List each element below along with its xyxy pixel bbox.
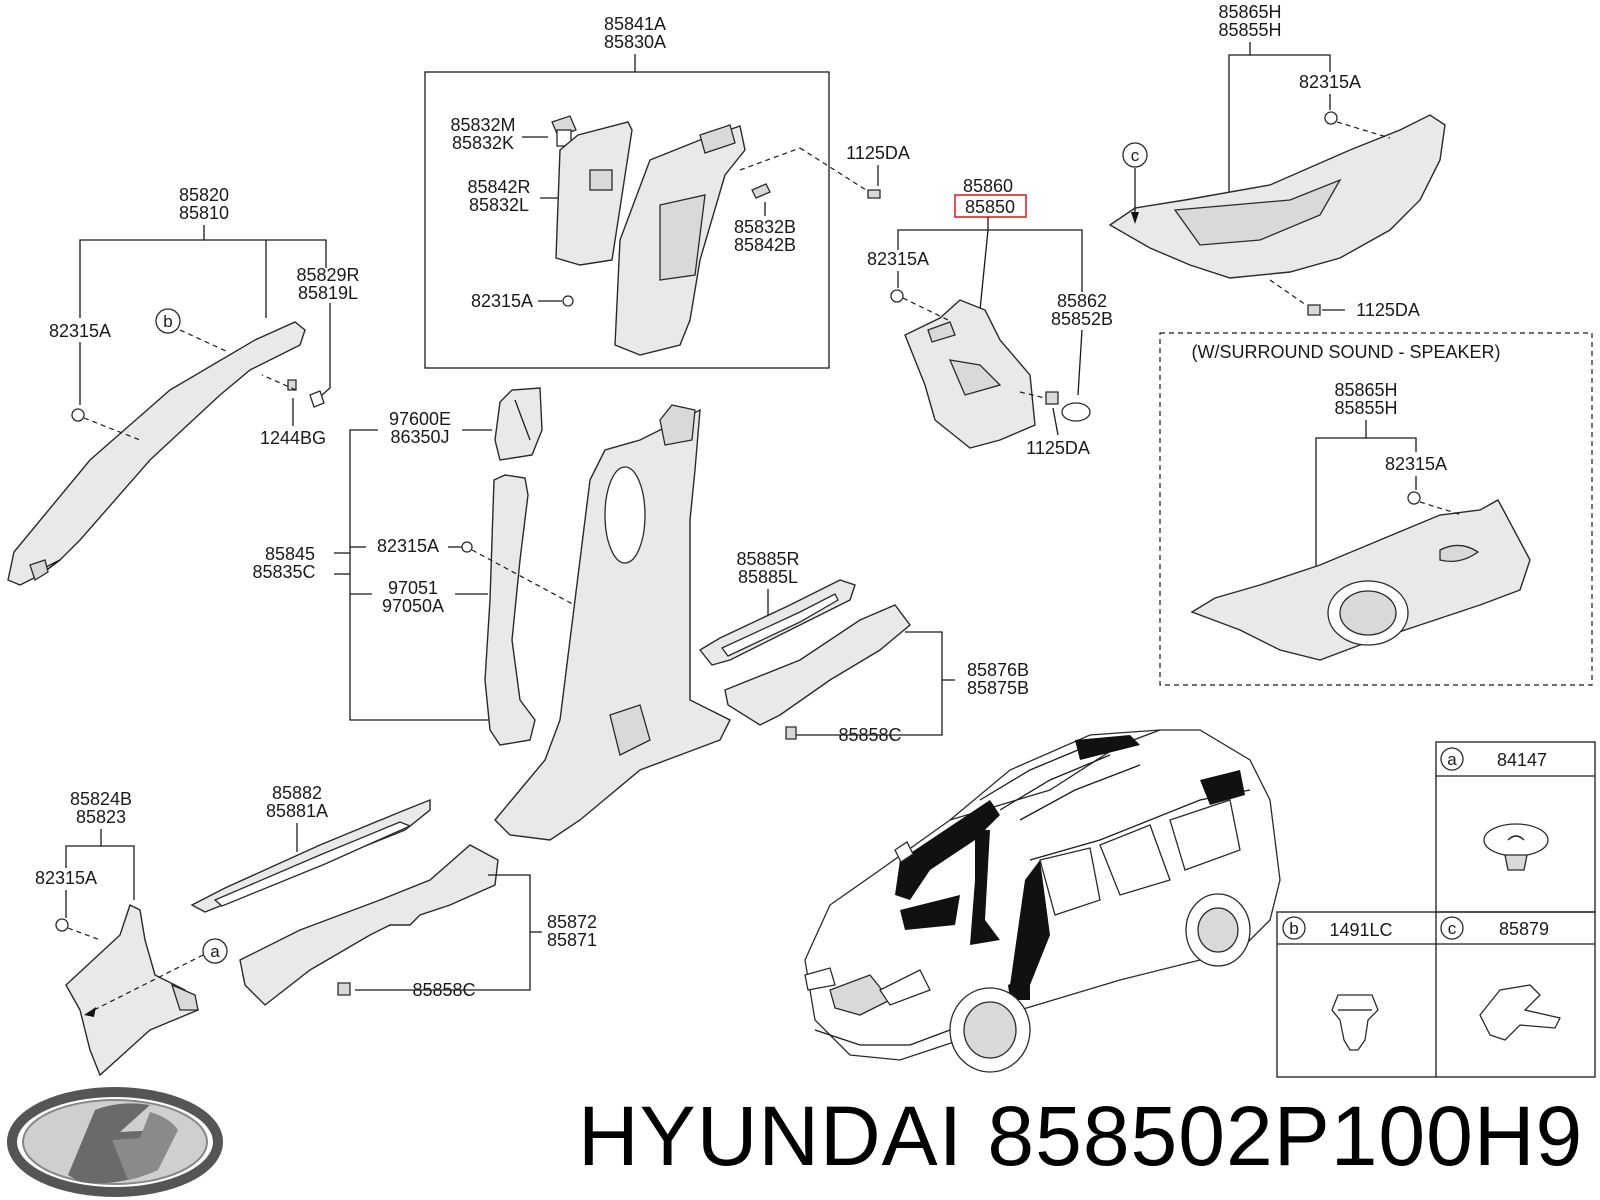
b-pillar-box — [424, 71, 830, 369]
label-1125da-b-pillar: 1125DA — [846, 143, 910, 163]
legend-a: a 84147 — [1440, 747, 1549, 871]
brand-name: HYUNDAI — [578, 1089, 964, 1183]
label-85865h-surround: 85865H — [1334, 380, 1397, 400]
label-85881a: 85881A — [266, 801, 328, 821]
d-pillar-trim-shape — [1108, 114, 1446, 279]
label-85860: 85860 — [963, 176, 1013, 196]
label-85845: 85845 — [265, 544, 315, 564]
surround-title: (W/SURROUND SOUND - SPEAKER) — [1191, 342, 1500, 362]
label-85810: 85810 — [179, 203, 229, 223]
highlight-box — [954, 194, 1027, 218]
brand-caption: HYUNDAI 858502P100H9 — [578, 1088, 1583, 1185]
a-pillar-trim-shape — [7, 321, 306, 586]
surround-sound-group: (W/SURROUND SOUND - SPEAKER) 85865H 8585… — [1159, 332, 1593, 686]
label-85852b: 85852B — [1051, 309, 1113, 329]
label-82315a-surround: 82315A — [1385, 454, 1447, 474]
label-85832m: 85832M — [450, 115, 515, 135]
label-85842r: 85842R — [467, 177, 530, 197]
label-85872: 85872 — [547, 912, 597, 932]
label-86350j: 86350J — [390, 427, 449, 447]
legend-b-part: 1491LC — [1329, 920, 1392, 940]
legend-c: c 85879 — [1440, 916, 1561, 1041]
legend-b: b 1491LC — [1282, 916, 1393, 1051]
rear-step-group: 85885R 85885L 85876B 85875B 85858C — [698, 549, 1029, 745]
label-82315a-cowl: 82315A — [35, 868, 97, 888]
label-82315a-d-pillar: 82315A — [1299, 72, 1361, 92]
c-pillar-group: 85860 85850 82315A 85862 85852B 1125DA — [867, 176, 1113, 458]
label-85876b: 85876B — [967, 660, 1029, 680]
label-85855h-surround: 85855H — [1334, 398, 1397, 418]
callout-b-letter: b — [163, 312, 172, 331]
label-1125da-d-pillar: 1125DA — [1356, 300, 1420, 320]
b-pillar-lower-group: 97600E 86350J 85845 85835C 82315A 97051 … — [252, 387, 731, 841]
legend-table: a 84147 b 1491LC c 85879 — [1276, 741, 1596, 1078]
label-85885l: 85885L — [738, 567, 798, 587]
a-pillar-group: 85820 85810 82315A 85829R 85819L 1244BG … — [7, 185, 360, 586]
label-85832k: 85832K — [452, 133, 514, 153]
front-step-shape — [239, 844, 499, 1006]
label-85850-highlighted: 85850 — [965, 197, 1015, 217]
legend-c-letter: c — [1448, 919, 1457, 938]
hyundai-logo — [7, 1087, 223, 1197]
legend-a-part: 84147 — [1497, 750, 1547, 770]
label-85832b: 85832B — [734, 217, 796, 237]
label-85824b: 85824B — [70, 789, 132, 809]
label-85835c: 85835C — [252, 562, 315, 582]
label-85819l: 85819L — [298, 283, 358, 303]
cowl-group: 85824B 85823 82315A a — [35, 789, 228, 1077]
label-85865h: 85865H — [1218, 2, 1281, 22]
surround-box — [1159, 332, 1593, 686]
label-85832l: 85832L — [469, 195, 529, 215]
label-97600e: 97600E — [389, 409, 451, 429]
d-pillar-group: 85865H 85855H 82315A c 1125DA — [1108, 2, 1446, 320]
suv-illustration — [804, 729, 1281, 1073]
label-85858c-rear: 85858C — [838, 725, 901, 745]
label-1125da-c-pillar: 1125DA — [1026, 438, 1090, 458]
label-82315a-b-pillar: 82315A — [471, 291, 533, 311]
label-85823: 85823 — [76, 807, 126, 827]
label-85875b: 85875B — [967, 678, 1029, 698]
front-step-group: 85882 85881A 85872 85871 85858C — [190, 783, 597, 1006]
label-85829r: 85829R — [296, 265, 359, 285]
callout-b-circle — [155, 308, 181, 334]
rear-step-shape — [724, 604, 911, 726]
label-97051: 97051 — [388, 578, 438, 598]
callout-a-letter: a — [210, 942, 220, 961]
surround-trim-shape — [1190, 499, 1531, 661]
label-85830a: 85830A — [604, 32, 666, 52]
callout-c-letter: c — [1131, 146, 1140, 165]
label-82315a-b-lower: 82315A — [377, 536, 439, 556]
callout-c-circle — [1122, 142, 1148, 168]
label-85858c-front: 85858C — [412, 980, 475, 1000]
label-85862: 85862 — [1057, 291, 1107, 311]
label-85882: 85882 — [272, 783, 322, 803]
legend-b-letter: b — [1289, 919, 1298, 938]
part-number: 858502P100H9 — [987, 1089, 1584, 1183]
b-pillar-upper-group: 85841A 85830A 85832M 85832K 85842R 85832… — [424, 14, 910, 369]
b-pillar-lower-trim-shape — [494, 408, 731, 841]
label-97050a: 97050A — [382, 596, 444, 616]
label-82315a-a-pillar: 82315A — [49, 321, 111, 341]
label-85842b: 85842B — [734, 235, 796, 255]
legend-a-letter: a — [1447, 750, 1457, 769]
label-82315a-c-pillar: 82315A — [867, 249, 929, 269]
callout-a-circle — [202, 938, 228, 964]
label-85841a: 85841A — [604, 14, 666, 34]
b-pillar-lower-trim-shape — [555, 121, 633, 266]
label-1244bg: 1244BG — [260, 428, 326, 448]
legend-c-part: 85879 — [1499, 919, 1549, 939]
label-85820: 85820 — [179, 185, 229, 205]
label-85855h: 85855H — [1218, 20, 1281, 40]
label-85871: 85871 — [547, 930, 597, 950]
label-85885r: 85885R — [736, 549, 799, 569]
